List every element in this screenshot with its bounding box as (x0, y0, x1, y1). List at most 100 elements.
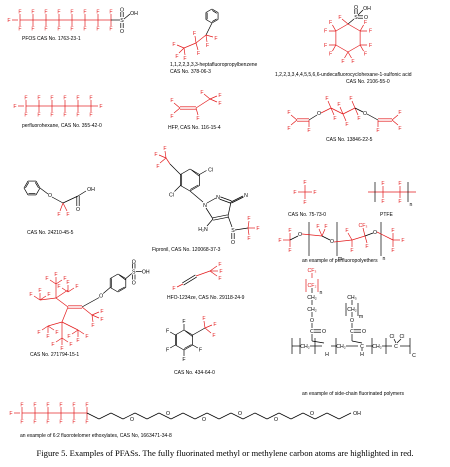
atom-f: F (18, 26, 21, 32)
atom-f: F (333, 116, 336, 122)
atom-f: F (213, 322, 216, 328)
nitrogen-atom: N (216, 195, 220, 201)
atom-f: F (256, 226, 259, 232)
bond (169, 163, 181, 175)
atom-f: F (391, 248, 394, 254)
bond (342, 107, 356, 115)
oxygen-atom: O (322, 329, 326, 335)
oxygen-atom: O (354, 5, 358, 11)
atom-f: F (70, 9, 73, 15)
bond (61, 321, 79, 331)
atom-f: F (100, 309, 103, 315)
atom-f: F (72, 419, 75, 425)
carbon-atom: C (360, 344, 364, 350)
atom-f: F (293, 190, 296, 196)
atom-f: F (33, 419, 36, 425)
atom-f: F (303, 200, 306, 206)
atom-f: F (156, 164, 159, 170)
oxygen-atom: O (350, 318, 354, 324)
bond (91, 314, 100, 319)
oxygen-atom: O (274, 417, 278, 423)
atom-f: F (398, 110, 401, 116)
label-undecafluoro-cas: CAS No. 2106-55-0 (346, 79, 390, 85)
oxygen-atom: O (364, 15, 368, 21)
bond (173, 102, 181, 109)
atom-f: F (46, 419, 49, 425)
chain-bond (170, 412, 184, 420)
atom-f: F (89, 112, 92, 118)
ring-bond (184, 344, 192, 349)
ring-bond (175, 344, 185, 351)
methylene-group: CH₂ (336, 344, 346, 350)
atom-f: F (172, 42, 175, 48)
atom-f: F (99, 104, 102, 110)
atom-f: F (47, 292, 50, 298)
bond (173, 107, 181, 114)
bond (327, 100, 332, 109)
bond (204, 324, 213, 329)
bond (231, 196, 244, 204)
chain-bond (158, 412, 172, 420)
ring-bond (180, 168, 191, 175)
ring-bond (110, 287, 119, 293)
atom-f: F (7, 18, 10, 24)
bond (204, 327, 212, 334)
trifluoromethyl-group: CF₃ (358, 223, 367, 229)
bond (227, 215, 233, 228)
oxygen-atom: O (48, 193, 52, 199)
atom-f: F (57, 9, 60, 15)
bond (347, 232, 353, 241)
atom-f: F (66, 212, 69, 218)
bond (55, 337, 63, 343)
atom-f: F (72, 402, 75, 408)
oxygen-atom: O (363, 111, 367, 117)
oxygen-atom: O (317, 111, 321, 117)
sulfur-atom: S (120, 18, 124, 24)
ring-bond (117, 273, 126, 279)
label-perfluoropolyethers: an example of perfluoropolyethers (302, 258, 378, 264)
bond (194, 35, 197, 44)
bond (77, 329, 85, 335)
hydrogen-atom: H (325, 352, 329, 358)
atom-f: F (206, 43, 209, 49)
atom-f: F (196, 116, 199, 122)
carbon-atom: C (350, 329, 354, 335)
oxygen-atom: O (132, 259, 136, 265)
chain-bond (326, 412, 340, 420)
bond (344, 51, 349, 59)
label-pfos: PFOS CAS No. 1763-23-1 (22, 36, 81, 42)
atom-f: F (316, 224, 319, 230)
atom-f: F (214, 36, 217, 42)
oxygen-atom: O (120, 7, 124, 13)
bond (55, 297, 69, 308)
chain-bond (86, 412, 100, 420)
bond (41, 325, 49, 331)
atom-f: F (69, 342, 72, 348)
atom-f: F (324, 29, 327, 35)
ring-bond (212, 18, 217, 22)
bond (290, 119, 298, 126)
atom-f: F (369, 43, 372, 49)
label-heptafluoropropylbenzene-name: 1,1,2,2,3,3,3-heptafluoropropylbenzene (170, 62, 258, 68)
bond (290, 114, 298, 121)
bond (33, 295, 41, 301)
atom-f: F (85, 402, 88, 408)
bond (351, 340, 363, 344)
atom-f: F (350, 248, 353, 254)
subscript-m: m (359, 314, 363, 320)
bond (192, 344, 199, 349)
label-fipronil: Fipronil, CAS No. 120068-37-3 (152, 247, 221, 253)
chain-bond (182, 412, 196, 420)
bond (39, 295, 47, 301)
atom-f: F (63, 276, 66, 282)
atom-f: F (219, 269, 222, 275)
atom-f: F (89, 95, 92, 101)
bond (125, 273, 133, 279)
atom-f: F (381, 181, 384, 187)
bond (351, 235, 366, 241)
bond (354, 107, 364, 113)
hydroxyl-group: OH (142, 269, 150, 275)
